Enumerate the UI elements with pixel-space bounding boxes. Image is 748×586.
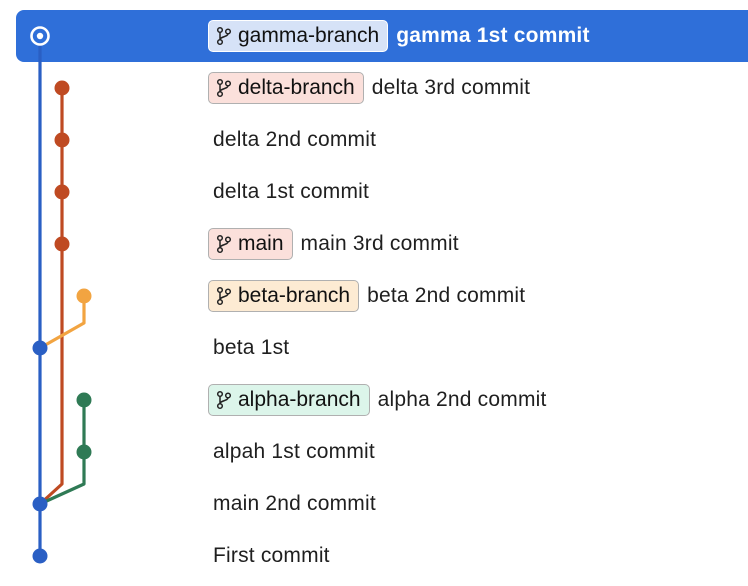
- commit-node[interactable]: [32, 340, 48, 356]
- commit-message: First commit: [213, 544, 330, 567]
- git-branch-icon: [216, 234, 232, 254]
- branch-tag[interactable]: main: [208, 228, 293, 260]
- commit-node[interactable]: [54, 132, 70, 148]
- branch-tag[interactable]: alpha-branch: [208, 384, 370, 416]
- commit-node[interactable]: [54, 236, 70, 252]
- branch-tag-label: gamma-branch: [238, 24, 380, 47]
- commit-message: alpha 2nd commit: [377, 388, 547, 411]
- branch-tag-label: alpha-branch: [238, 388, 361, 411]
- commit-row[interactable]: delta-branch delta 3rd commit: [208, 62, 530, 114]
- commit-message: beta 1st: [213, 336, 290, 359]
- commit-row[interactable]: delta 1st commit: [208, 166, 369, 218]
- lane-delta-line: [38, 86, 64, 506]
- commit-message: gamma 1st commit: [396, 24, 590, 47]
- commit-node[interactable]: [76, 392, 92, 408]
- branch-tag-label: delta-branch: [238, 76, 355, 99]
- commit-row[interactable]: First commit: [208, 530, 330, 582]
- branch-tag-label: main: [238, 232, 284, 255]
- commit-message: main 2nd commit: [213, 492, 376, 515]
- git-branch-icon: [216, 26, 232, 46]
- lane-alpha-line: [38, 398, 86, 506]
- commit-row[interactable]: alpah 1st commit: [208, 426, 375, 478]
- commit-node[interactable]: [54, 184, 70, 200]
- commit-node[interactable]: [54, 80, 70, 96]
- commit-node[interactable]: [32, 548, 48, 564]
- commit-row[interactable]: beta-branch beta 2nd commit: [208, 270, 525, 322]
- commit-message: delta 2nd commit: [213, 128, 377, 151]
- git-branch-icon: [216, 286, 232, 306]
- branch-tag[interactable]: delta-branch: [208, 72, 364, 104]
- branch-tag-label: beta-branch: [238, 284, 351, 307]
- commit-message: main 3rd commit: [300, 232, 459, 255]
- branch-tag[interactable]: beta-branch: [208, 280, 360, 312]
- commit-row[interactable]: gamma-branch gamma 1st commit: [208, 10, 590, 62]
- git-branch-icon: [216, 390, 232, 410]
- commit-row[interactable]: delta 2nd commit: [208, 114, 376, 166]
- commit-node[interactable]: [76, 444, 92, 460]
- commit-message: alpah 1st commit: [213, 440, 375, 463]
- commit-row[interactable]: main main 3rd commit: [208, 218, 459, 270]
- commit-message: delta 1st commit: [213, 180, 370, 203]
- commit-node[interactable]: [76, 288, 92, 304]
- selected-commit-ring-center: [36, 32, 44, 40]
- commit-row[interactable]: alpha-branch alpha 2nd commit: [208, 374, 547, 426]
- commit-message: beta 2nd commit: [367, 284, 526, 307]
- commit-row[interactable]: main 2nd commit: [208, 478, 376, 530]
- commit-message: delta 3rd commit: [371, 76, 531, 99]
- commit-row[interactable]: beta 1st: [208, 322, 289, 374]
- lane-beta-line: [38, 294, 86, 350]
- git-branch-icon: [216, 78, 232, 98]
- branch-tag[interactable]: gamma-branch: [208, 20, 389, 52]
- commit-node[interactable]: [32, 496, 48, 512]
